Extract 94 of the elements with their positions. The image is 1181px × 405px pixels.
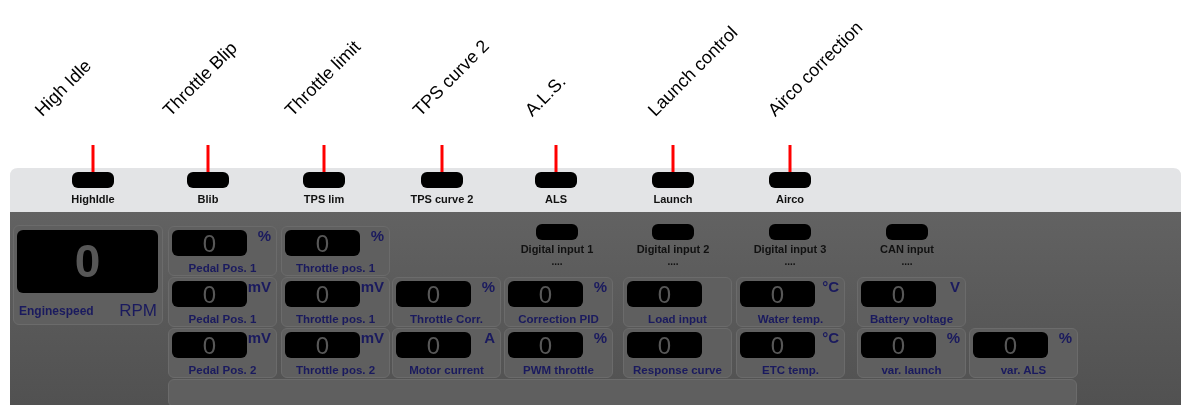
value-display: 0 (172, 332, 247, 358)
gauge-label: Throttle pos. 1 (294, 313, 377, 325)
gauge-tile (281, 277, 390, 327)
unit-label: mV (247, 278, 271, 295)
unit-label: mV (360, 329, 384, 346)
gauge-label: Load input (647, 313, 708, 325)
unit-label: % (481, 278, 495, 295)
gauge-label: Water temp. (756, 313, 825, 325)
value-display: 0 (627, 281, 702, 307)
value-display: 0 (861, 281, 936, 307)
gauge-tile (168, 328, 277, 378)
value-display: 0 (740, 332, 815, 358)
leader-line (91, 145, 95, 172)
leader-line (788, 145, 792, 172)
gauge-label: Throttle pos. 2 (294, 364, 377, 376)
indicator-label: ALS (544, 193, 568, 205)
leader-line (206, 145, 210, 172)
gauge-tile (969, 328, 1078, 378)
gauge-tile (623, 277, 732, 327)
indicator-label: Blib (196, 193, 220, 205)
value-display: 0 (17, 230, 158, 293)
value-display: 0 (396, 332, 471, 358)
value-display: 0 (627, 332, 702, 358)
input-label: Digital input 3 (752, 243, 828, 255)
gauge-tile (168, 277, 277, 327)
gauge-tile (392, 328, 501, 378)
unit-label: % (593, 329, 607, 346)
value-display: 0 (172, 281, 247, 307)
gauge-label: Pedal Pos. 1 (187, 262, 258, 274)
gauge-tile (857, 277, 966, 327)
gauge-tile (168, 226, 277, 276)
unit-label: % (593, 278, 607, 295)
gauge-label: PWM throttle (522, 364, 595, 376)
input-status: .... (900, 257, 914, 267)
gauge-tile (504, 277, 613, 327)
gauge-tile (281, 328, 390, 378)
input-status: .... (550, 257, 564, 267)
unit-label: % (370, 227, 384, 244)
unit-label: % (946, 329, 960, 346)
gauge-label: Response curve (632, 364, 723, 376)
input-status: .... (666, 257, 680, 267)
gauge-label: Pedal Pos. 2 (187, 364, 258, 376)
indicator-label: TPS curve 2 (409, 193, 475, 205)
leader-line (322, 145, 326, 172)
unit-label: A (484, 329, 495, 346)
gauge-tile (623, 328, 732, 378)
gauge-tile (13, 225, 163, 325)
input-label: Digital input 1 (519, 243, 595, 255)
value-display: 0 (861, 332, 936, 358)
leader-line (671, 145, 675, 172)
value-display: 0 (285, 281, 360, 307)
leader-line (440, 145, 444, 172)
unit-label: °C (822, 329, 839, 346)
input-status: .... (783, 257, 797, 267)
gauge-tile (392, 277, 501, 327)
empty-bar (168, 379, 1077, 405)
value-display: 0 (740, 281, 815, 307)
value-display: 0 (172, 230, 247, 256)
unit-label: RPM (119, 301, 157, 321)
input-label: CAN input (879, 243, 935, 255)
value-display: 0 (396, 281, 471, 307)
unit-label: mV (247, 329, 271, 346)
indicator-label: Launch (652, 193, 694, 205)
leader-line (554, 145, 558, 172)
gauge-label: Correction PID (517, 313, 600, 325)
value-display: 0 (285, 230, 360, 256)
unit-label: % (257, 227, 271, 244)
indicator-label: TPS lim (302, 193, 346, 205)
gauge-tile (281, 226, 390, 276)
value-display: 0 (508, 332, 583, 358)
gauge-label: Pedal Pos. 1 (187, 313, 258, 325)
value-display: 0 (285, 332, 360, 358)
value-display: 0 (508, 281, 583, 307)
gauge-label: var. launch (880, 364, 943, 376)
gauge-label: Motor current (408, 364, 485, 376)
gauge-label: Enginespeed (19, 304, 94, 318)
input-label: Digital input 2 (635, 243, 711, 255)
callout-label: High Idle (30, 55, 96, 120)
gauge-label: Throttle Corr. (409, 313, 484, 325)
gauge-tile (857, 328, 966, 378)
gauge-tile (736, 277, 845, 327)
unit-label: % (1058, 329, 1072, 346)
gauge-label: Battery voltage (868, 313, 955, 325)
unit-label: mV (360, 278, 384, 295)
gauge-label: ETC temp. (761, 364, 820, 376)
indicator-label: HighIdle (70, 193, 116, 205)
indicator-label: Airco (774, 193, 806, 205)
gauge-label: Throttle pos. 1 (294, 262, 377, 274)
unit-label: V (950, 278, 960, 295)
value-display: 0 (973, 332, 1048, 358)
gauge-tile (504, 328, 613, 378)
gauge-tile (736, 328, 845, 378)
unit-label: °C (822, 278, 839, 295)
gauge-label: var. ALS (999, 364, 1048, 376)
